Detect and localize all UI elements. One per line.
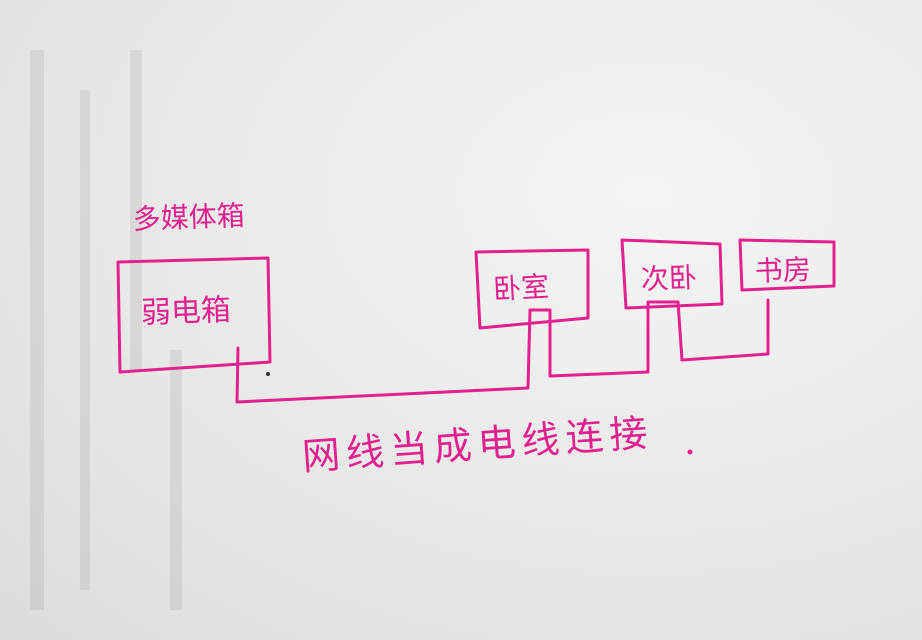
room2-label: 次卧 [640, 261, 698, 296]
room3-label: 书房 [754, 253, 812, 288]
caption-multimedia-box: 多媒体箱 [132, 199, 246, 236]
main-box [116, 256, 272, 374]
cable-main-to-room1 [235, 308, 650, 404]
bleed-through-text [30, 50, 182, 610]
room1-box [474, 248, 590, 330]
main-box-label: 弱电箱 [140, 292, 232, 331]
room1-label: 卧室 [492, 270, 550, 306]
room3-box [738, 238, 836, 292]
pen-dot [266, 372, 270, 376]
cable-room1-to-room2 [646, 300, 684, 374]
cable-room2-to-room3 [680, 298, 770, 362]
note-period [687, 449, 693, 455]
room2-box [620, 238, 724, 310]
